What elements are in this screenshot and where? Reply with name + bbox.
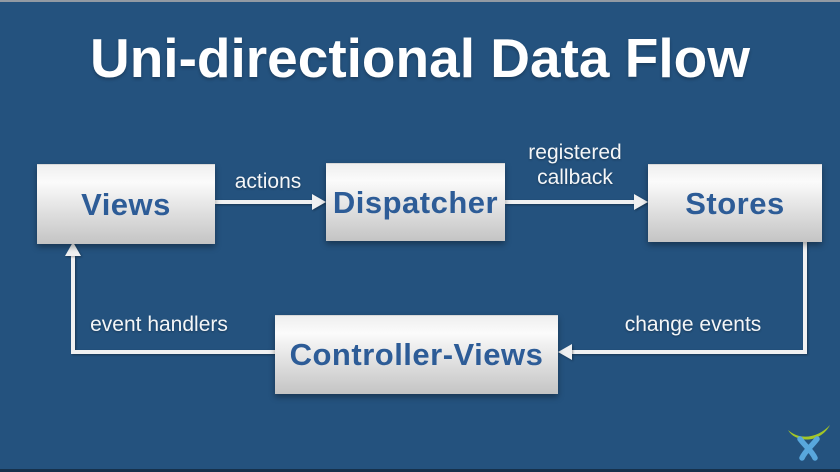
slide-bottom-edge bbox=[0, 469, 840, 472]
node-views-label: Views bbox=[81, 186, 171, 222]
node-dispatcher: Dispatcher bbox=[326, 163, 505, 241]
edge-label-registered-callback: registered callback bbox=[528, 141, 622, 189]
arrow-actions bbox=[215, 194, 326, 210]
slide-top-edge bbox=[0, 0, 840, 2]
node-views: Views bbox=[37, 164, 215, 244]
node-dispatcher-label: Dispatcher bbox=[332, 184, 499, 220]
logo-crescent bbox=[788, 425, 830, 440]
edge-label-event-handlers: event handlers bbox=[90, 313, 228, 336]
arrow-registered-callback bbox=[505, 194, 648, 210]
node-stores: Stores bbox=[648, 164, 822, 242]
node-controller-views: Controller-Views bbox=[275, 315, 558, 394]
edge-label-actions: actions bbox=[234, 170, 302, 193]
slide-title: Uni-directional Data Flow bbox=[89, 27, 751, 89]
node-controller-views-label: Controller-Views bbox=[289, 337, 544, 372]
arrow-change-events bbox=[558, 241, 807, 360]
atlassian-logo-icon bbox=[788, 425, 830, 461]
node-stores-label: Stores bbox=[685, 185, 785, 221]
edge-label-change-events: change events bbox=[624, 313, 762, 336]
logo-figure bbox=[797, 436, 820, 461]
